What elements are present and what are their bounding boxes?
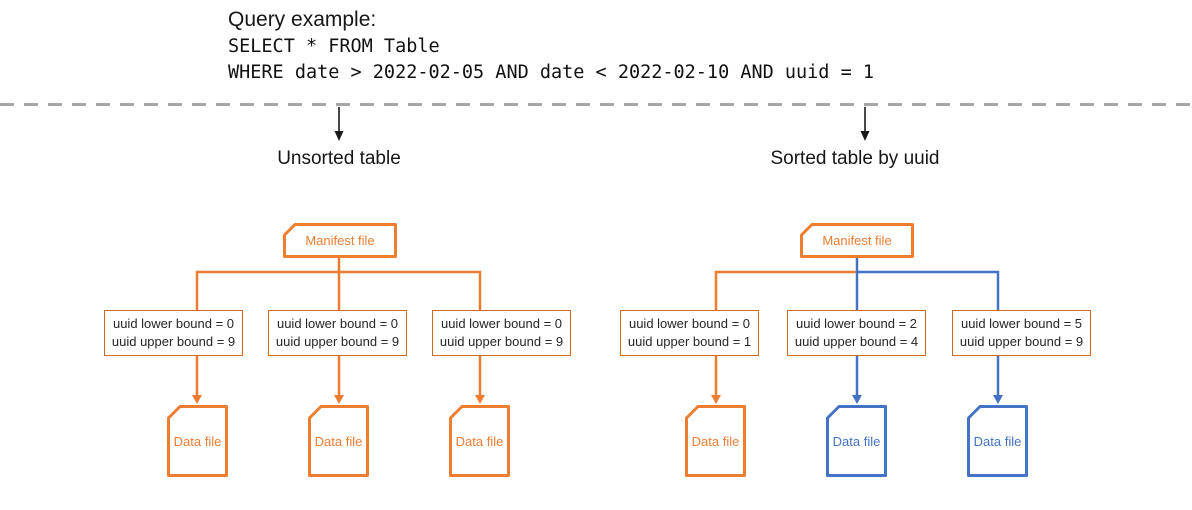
query-title: Query example:: [228, 8, 377, 31]
bounds-box: uuid lower bound = 0 uuid upper bound = …: [620, 310, 759, 356]
connector-arrow: [334, 356, 344, 404]
uuid-lower-bound: uuid lower bound = 0: [276, 316, 399, 331]
connector-arrow: [711, 356, 721, 404]
data-file-label: Data file: [455, 433, 504, 449]
uuid-lower-bound: uuid lower bound = 0: [628, 316, 751, 331]
uuid-upper-bound: uuid upper bound = 4: [794, 334, 919, 349]
uuid-lower-bound: uuid lower bound = 2: [795, 316, 918, 331]
unsorted-table-title: Unsorted table: [277, 148, 401, 169]
manifest-file-label: Manifest file: [305, 233, 375, 248]
bounds-box: uuid lower bound = 5 uuid upper bound = …: [952, 310, 1091, 356]
uuid-upper-bound: uuid upper bound = 9: [111, 334, 236, 349]
data-file-label: Data file: [314, 433, 363, 449]
connector-branch: [339, 270, 482, 310]
data-file-label: Data file: [691, 433, 740, 449]
data-file-shape: Data file: [449, 405, 510, 477]
sorted-table-title: Sorted table by uuid: [770, 148, 940, 169]
dashed-divider: [0, 103, 1192, 106]
data-file-shape: Data file: [685, 405, 746, 477]
down-arrow-icon: [334, 107, 344, 141]
connector-arrow: [192, 356, 202, 404]
data-file-shape: Data file: [167, 405, 228, 477]
connector-arrow: [852, 356, 862, 404]
connector-arrow: [475, 356, 485, 404]
manifest-file-shape: Manifest file: [800, 223, 914, 258]
connector-arrow: [993, 356, 1003, 404]
query-code-line-2: WHERE date > 2022-02-05 AND date < 2022-…: [228, 62, 875, 83]
data-file-shape: Data file: [967, 405, 1028, 477]
uuid-lower-bound: uuid lower bound = 0: [112, 316, 235, 331]
manifest-file-label: Manifest file: [822, 233, 892, 248]
data-file-label: Data file: [173, 433, 222, 449]
bounds-box: uuid lower bound = 0 uuid upper bound = …: [432, 310, 571, 356]
bounds-box: uuid lower bound = 0 uuid upper bound = …: [104, 310, 243, 356]
uuid-upper-bound: uuid upper bound = 9: [439, 334, 564, 349]
uuid-upper-bound: uuid upper bound = 9: [959, 334, 1084, 349]
data-file-shape: Data file: [308, 405, 369, 477]
manifest-file-shape: Manifest file: [283, 223, 397, 258]
query-example-block: Query example: SELECT * FROM Table WHERE…: [228, 6, 874, 86]
down-arrow-icon: [860, 107, 870, 141]
uuid-lower-bound: uuid lower bound = 0: [440, 316, 563, 331]
connector-branch: [714, 270, 857, 310]
data-file-label: Data file: [832, 433, 881, 449]
uuid-upper-bound: uuid upper bound = 9: [275, 334, 400, 349]
data-file-shape: Data file: [826, 405, 887, 477]
query-code-line-1: SELECT * FROM Table: [228, 36, 440, 57]
data-file-label: Data file: [973, 433, 1022, 449]
uuid-upper-bound: uuid upper bound = 1: [627, 334, 752, 349]
uuid-lower-bound: uuid lower bound = 5: [960, 316, 1083, 331]
connector-branch: [857, 270, 1000, 310]
bounds-box: uuid lower bound = 0 uuid upper bound = …: [268, 310, 407, 356]
bounds-box: uuid lower bound = 2 uuid upper bound = …: [787, 310, 926, 356]
connector-branch: [195, 270, 339, 310]
